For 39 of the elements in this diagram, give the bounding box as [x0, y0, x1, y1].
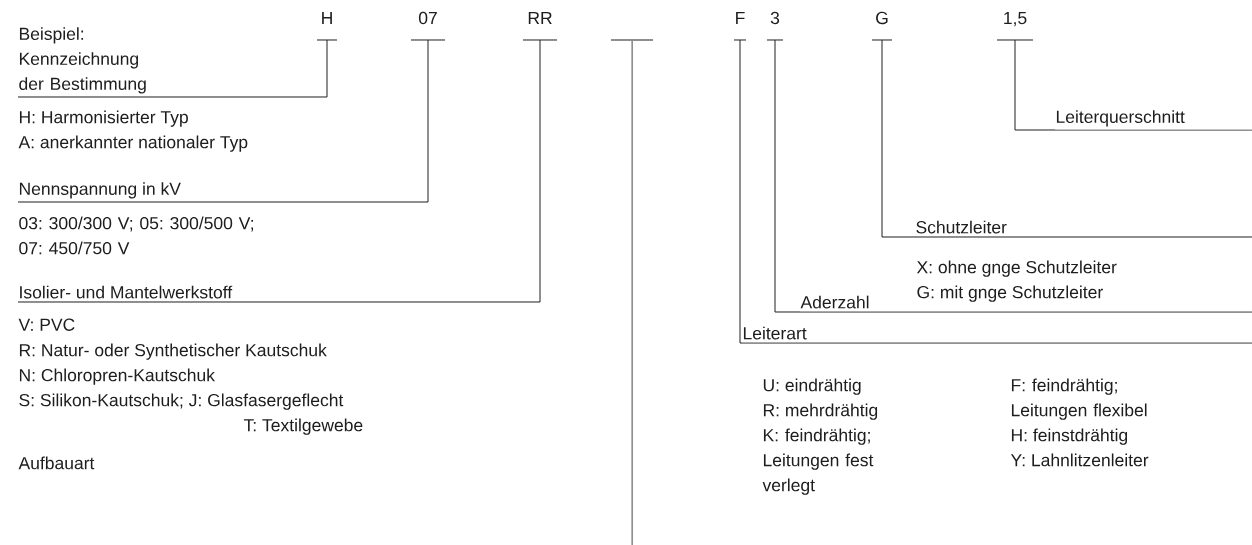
heading-text: Leiterquerschnitt: [1054, 110, 1252, 131]
legend-text: H: feinstdrähtig: [1011, 428, 1128, 445]
legend-text: 03: 300/300 V; 05: 300/500 V; 07: 450/750 V: [19, 216, 254, 255]
code-letter: H: [316, 11, 338, 41]
legend-text: H: Harmonisierter Typ: [19, 110, 188, 127]
code-letter: 07: [410, 11, 446, 41]
leader-line: [631, 40, 633, 545]
legend-text: S: Silikon-Kautschuk; J: Glasfasergeflecht: [19, 393, 344, 410]
code-letter: 1,5: [996, 11, 1034, 41]
legend-text: R: Natur- oder Synthetischer Kautschuk: [19, 343, 327, 360]
code-letter: F: [733, 11, 747, 41]
heading-text: Isolier- und Mantelwerkstoff: [20, 285, 233, 299]
heading-text: Leiterart: [741, 326, 1252, 344]
leader-line: [17, 39, 328, 98]
leader-line: [1014, 39, 1056, 131]
legend-text: U: eindrähtig: [763, 378, 861, 395]
legend-text: R: mehrdrähtig: [763, 403, 878, 420]
heading-text: Nennspannung in kV: [19, 182, 181, 199]
leader-line: [881, 39, 916, 238]
leader-line: [739, 39, 743, 344]
legend-text: G: mit gnge Schutzleiter: [917, 285, 1103, 302]
code-letter: 3: [766, 11, 784, 41]
heading-text: Beispiel: Kennzeichnung der Bestimmung: [19, 27, 146, 94]
legend-text: Y: Lahnlitzenleiter: [1010, 453, 1149, 467]
code-letter: RR: [522, 11, 558, 41]
legend-text: N: Chloropren-Kautschuk: [19, 368, 215, 385]
legend-text: X: ohne gnge Schutzleiter: [916, 260, 1117, 277]
leader-line: [774, 39, 801, 313]
leader-line: [17, 39, 429, 203]
legend-text: F: feindrähtig; Leitungen flexibel: [1011, 378, 1147, 420]
legend-text: Aufbauart: [18, 456, 95, 470]
heading-text: Schutzleiter: [914, 220, 1252, 238]
legend-text: K: feindrähtig; Leitungen fest verlegt: [762, 428, 874, 495]
tick-bar: [611, 39, 653, 41]
legend-text: T: Textilgewebe: [243, 418, 363, 435]
code-letter: G: [871, 11, 893, 41]
legend-text: A: anerkannter nationaler Typ: [18, 135, 248, 152]
legend-text: V: PVC: [18, 318, 75, 331]
leader-line: [17, 39, 541, 303]
